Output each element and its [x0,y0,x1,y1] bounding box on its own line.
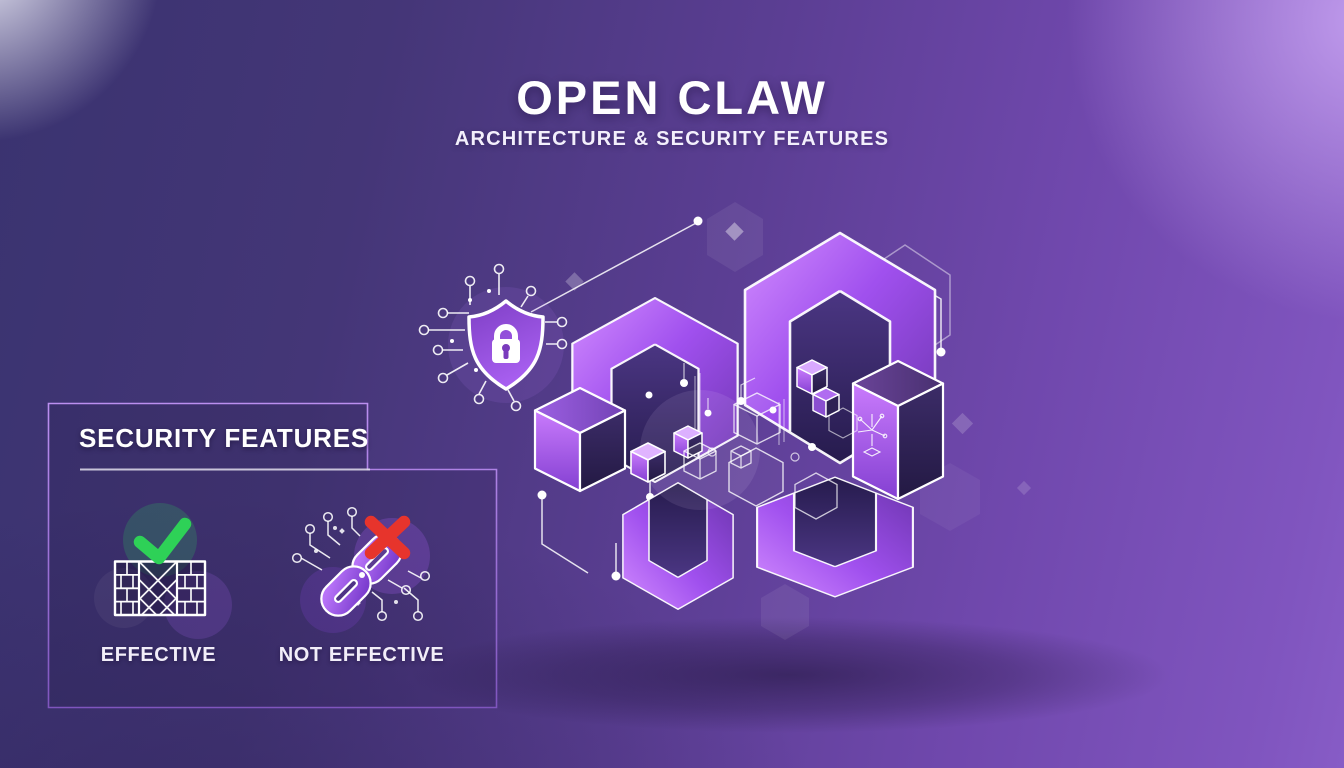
page-title: OPEN CLAW [516,71,828,124]
shield-lock-icon [418,263,568,412]
data-box-right [851,359,945,501]
circuit-traces [291,506,431,622]
broken-chain-x-icon [291,506,431,633]
firewall-check-icon [94,503,232,639]
page-subtitle: ARCHITECTURE & SECURITY FEATURES [454,128,890,150]
lock-icon [492,324,520,363]
cube-left [533,386,627,493]
security-panel-title: SECURITY FEATURES [79,423,370,453]
circuit-traces [418,263,568,412]
x-icon [364,515,411,560]
security-panel-frame [47,402,498,709]
floor-shadow [410,617,1170,733]
check-icon [133,517,192,565]
isometric-cubes [630,359,858,520]
label-effective: EFFECTIVE [100,644,217,666]
label-not-effective: NOT EFFECTIVE [278,644,445,666]
circuit-chip-doodle [857,413,888,457]
